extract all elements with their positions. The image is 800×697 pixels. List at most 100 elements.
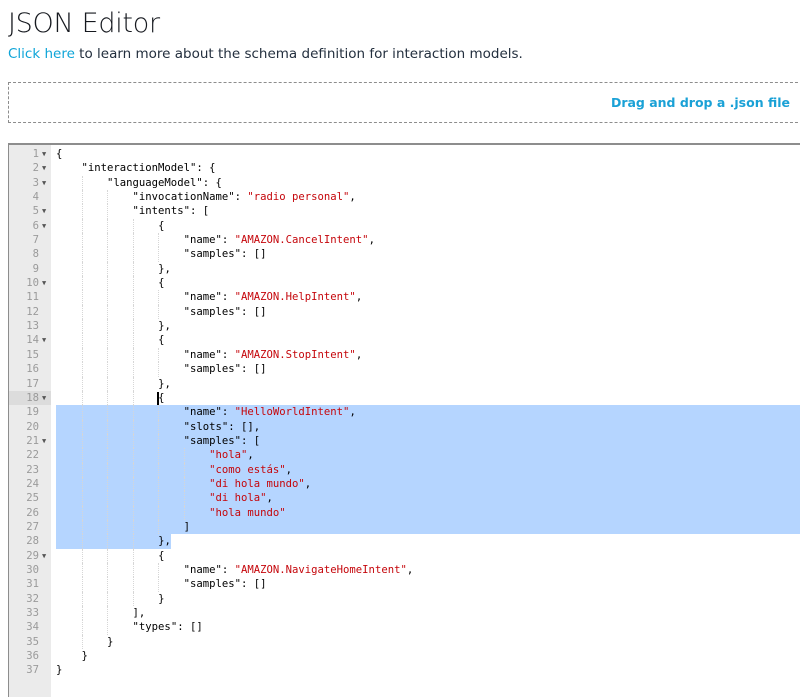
code-line[interactable]: 17}, [9, 376, 800, 391]
code-line[interactable]: 29▼{ [9, 548, 800, 563]
indent-guide [81, 218, 83, 234]
code-line[interactable]: 14▼{ [9, 333, 800, 348]
code-token: } [56, 664, 63, 677]
code-line[interactable]: 18▼{ [9, 390, 800, 406]
fold-toggle-icon[interactable]: ▼ [42, 164, 47, 173]
code-line[interactable]: 34"types": [] [9, 620, 800, 635]
indent-guide [107, 577, 109, 592]
fold-toggle-icon[interactable]: ▼ [42, 551, 47, 560]
code-token: "name": [183, 291, 235, 304]
code-lines[interactable]: 1▼{2▼"interactionModel": {3▼"languageMod… [9, 147, 800, 678]
indent-guide [107, 333, 109, 348]
code-line[interactable]: 12"samples": [] [9, 304, 800, 320]
code-line[interactable]: 24"di hola mundo", [9, 476, 800, 492]
fold-toggle-icon[interactable]: ▼ [42, 150, 47, 158]
code-line[interactable]: 10▼{ [9, 276, 800, 291]
json-code-editor[interactable]: 1▼{2▼"interactionModel": {3▼"languageMod… [8, 143, 800, 697]
fold-toggle-icon[interactable]: ▼ [42, 279, 47, 288]
code-text: "types": [] [133, 620, 203, 634]
indent-guide [81, 548, 83, 563]
indent-guide [107, 491, 109, 506]
fold-toggle-icon[interactable]: ▼ [42, 336, 47, 345]
code-line[interactable]: 19"name": "HelloWorldIntent", [9, 405, 800, 420]
line-number: 28 [26, 535, 39, 548]
code-token: "name": [183, 406, 235, 419]
code-token: , [355, 348, 363, 361]
code-line[interactable]: 7"name": "AMAZON.CancelIntent", [9, 233, 800, 248]
code-line[interactable]: 4"invocationName": "radio personal", [9, 190, 800, 205]
selection-highlight [56, 419, 800, 434]
code-line[interactable]: 37} [9, 663, 800, 677]
intro-description: to learn more about the schema definitio… [74, 46, 523, 62]
code-token: "types": [] [132, 621, 203, 634]
line-number: 13 [26, 320, 39, 333]
code-text: { [158, 549, 164, 563]
json-file-dropzone[interactable]: Drag and drop a .json file [8, 82, 800, 123]
code-token: , [355, 291, 363, 304]
code-line[interactable]: 8"samples": [] [9, 247, 800, 262]
code-text: "name": "AMAZON.StopIntent", [184, 348, 363, 362]
indent-guide [132, 476, 134, 492]
code-text: } [107, 635, 113, 649]
code-line[interactable]: 33], [9, 606, 800, 621]
line-number: 18 [9, 390, 51, 406]
indent-guide [158, 462, 160, 477]
fold-toggle-icon[interactable]: ▼ [42, 207, 47, 216]
code-line[interactable]: 22"hola", [9, 448, 800, 463]
indent-guide [158, 491, 160, 506]
line-number: 10 [26, 277, 39, 290]
fold-toggle-icon[interactable]: ▼ [42, 178, 47, 187]
fold-toggle-icon[interactable]: ▼ [42, 221, 47, 230]
code-line[interactable]: 36} [9, 649, 800, 663]
line-number: 36 [26, 650, 39, 663]
dropzone-label[interactable]: Drag and drop a .json file [610, 95, 790, 110]
code-line[interactable]: 2▼"interactionModel": { [9, 161, 800, 175]
indent-guide [107, 433, 109, 449]
code-line[interactable]: 13}, [9, 319, 800, 334]
selection-highlight [56, 534, 171, 549]
selection-highlight [56, 491, 800, 506]
click-here-link[interactable]: Click here [8, 46, 75, 62]
code-line[interactable]: 1▼{ [9, 147, 800, 161]
code-line[interactable]: 16"samples": [] [9, 362, 800, 377]
code-line[interactable]: 25"di hola", [9, 491, 800, 506]
code-line[interactable]: 21▼"samples": [ [9, 433, 800, 449]
code-line[interactable]: 27] [9, 519, 800, 535]
code-line[interactable]: 15"name": "AMAZON.StopIntent", [9, 347, 800, 363]
fold-toggle-icon[interactable]: ▼ [42, 436, 47, 445]
code-token: , [266, 492, 273, 505]
line-number: 14 [26, 334, 39, 347]
code-line[interactable]: 26"hola mundo" [9, 505, 800, 520]
code-line[interactable]: 20"slots": [], [9, 419, 800, 434]
indent-guide [132, 276, 134, 291]
code-text: }, [158, 534, 171, 548]
code-token: "slots": [], [183, 420, 261, 433]
code-line[interactable]: 3▼"languageModel": { [9, 175, 800, 191]
indent-guide [107, 534, 109, 549]
indent-guide [107, 448, 109, 463]
selection-highlight [56, 462, 800, 477]
code-line[interactable]: 23"como estás", [9, 462, 800, 477]
code-line[interactable]: 9}, [9, 261, 800, 277]
code-line[interactable]: 28}, [9, 534, 800, 549]
line-number: 27 [26, 520, 39, 533]
indent-guide [132, 333, 134, 348]
code-token: "name": [183, 234, 235, 247]
fold-toggle-icon[interactable]: ▼ [42, 393, 47, 402]
line-number: 31 [26, 578, 39, 591]
code-text: "samples": [] [184, 247, 267, 261]
line-number: 2 [32, 162, 39, 175]
code-line[interactable]: 35} [9, 634, 800, 650]
code-line[interactable]: 5▼"intents": [ [9, 204, 800, 219]
code-text: } [56, 663, 62, 677]
code-line[interactable]: 11"name": "AMAZON.HelpIntent", [9, 290, 800, 305]
code-line[interactable]: 31"samples": [] [9, 577, 800, 592]
indent-guide [81, 319, 83, 334]
indent-guide [107, 261, 109, 277]
code-line[interactable]: 32} [9, 591, 800, 606]
code-line[interactable]: 30"name": "AMAZON.NavigateHomeIntent", [9, 562, 800, 578]
code-text: "slots": [], [184, 420, 261, 434]
code-text: } [82, 649, 88, 663]
code-line[interactable]: 6▼{ [9, 218, 800, 234]
string-token: "AMAZON.CancelIntent" [234, 234, 369, 247]
